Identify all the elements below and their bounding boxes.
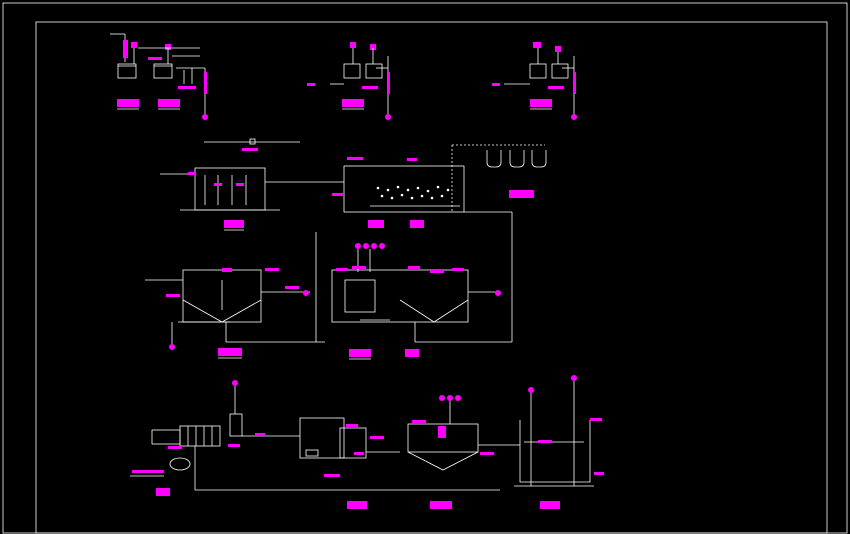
sludge-thickener: [194, 417, 500, 509]
screen-chamber: [160, 138, 344, 231]
sludge-pump: [228, 380, 300, 447]
clear-water-tank: [514, 375, 604, 509]
inner-frame: [35, 21, 828, 534]
aeration-tank: [332, 157, 534, 342]
filter-press: [130, 425, 221, 496]
dosing-unit-2: [307, 42, 391, 120]
sludge-concentration-tank: [407, 395, 520, 509]
dosing-unit-1: [110, 33, 208, 120]
sedimentation-tank-2: [315, 232, 512, 360]
dosing-unit-3: [492, 42, 577, 120]
sedimentation-tank-1: [145, 268, 325, 359]
blower-manifold: [451, 144, 547, 212]
